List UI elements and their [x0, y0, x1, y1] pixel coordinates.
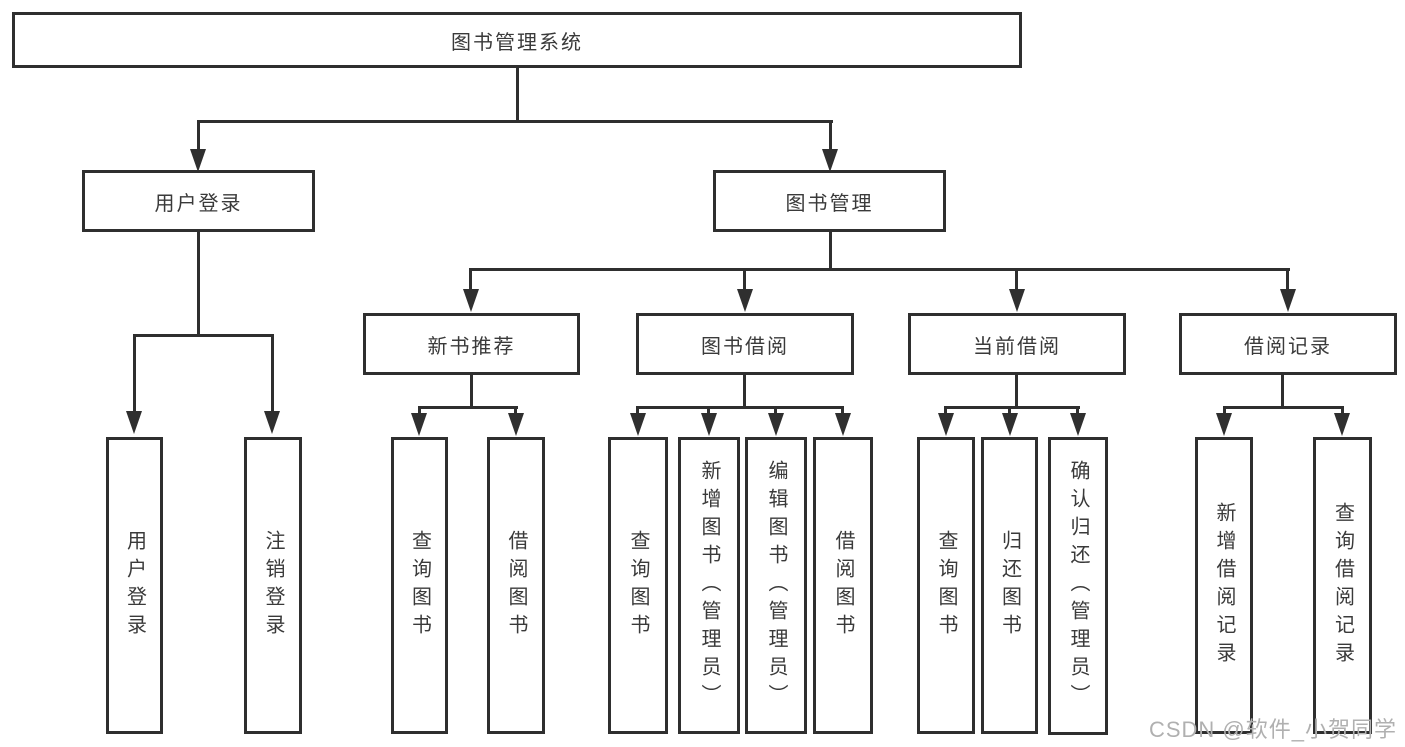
- node-borrow-books-2: 借阅图书: [813, 437, 873, 734]
- arrowhead-down: [938, 413, 954, 436]
- connector-line: [197, 120, 200, 150]
- arrowhead-down: [1002, 413, 1018, 436]
- node-confirm-return-admin: 确认归还（管理员）: [1048, 437, 1108, 735]
- connector-line: [197, 120, 833, 123]
- connector-line: [1341, 406, 1344, 416]
- arrowhead-down: [1009, 289, 1025, 312]
- node-borrow-books-1: 借阅图书: [487, 437, 545, 734]
- node-borrowing-records: 借阅记录: [1179, 313, 1397, 375]
- connector-line: [469, 268, 472, 290]
- connector-line: [271, 334, 274, 412]
- connector-line: [418, 406, 518, 409]
- connector-line: [841, 406, 844, 416]
- node-query-borrow-record: 查询借阅记录: [1313, 437, 1372, 734]
- node-new-book-recommend: 新书推荐: [363, 313, 580, 375]
- connector-line: [829, 120, 832, 150]
- node-query-books-1: 查询图书: [391, 437, 448, 734]
- connector-line: [1008, 406, 1011, 416]
- connector-line: [1015, 268, 1018, 290]
- connector-line: [774, 406, 777, 416]
- connector-line: [944, 406, 947, 416]
- arrowhead-down: [1280, 289, 1296, 312]
- connector-line: [743, 373, 746, 408]
- node-logout: 注销登录: [244, 437, 302, 734]
- arrowhead-down: [822, 149, 838, 172]
- connector-line: [133, 334, 274, 337]
- connector-line: [1281, 373, 1284, 408]
- connector-line: [516, 66, 519, 122]
- connector-line: [1223, 406, 1344, 409]
- connector-line: [514, 406, 517, 416]
- arrowhead-down: [508, 413, 524, 436]
- arrowhead-down: [1070, 413, 1086, 436]
- node-book-borrowing: 图书借阅: [636, 313, 854, 375]
- arrowhead-down: [835, 413, 851, 436]
- node-add-borrow-record: 新增借阅记录: [1195, 437, 1253, 734]
- arrowhead-down: [190, 149, 206, 172]
- connector-line: [469, 268, 1290, 271]
- connector-line: [418, 406, 421, 416]
- node-query-books-2: 查询图书: [608, 437, 668, 734]
- node-add-book-admin: 新增图书（管理员）: [678, 437, 740, 734]
- arrowhead-down: [126, 411, 142, 434]
- connector-line: [636, 406, 844, 409]
- arrowhead-down: [264, 411, 280, 434]
- connector-line: [197, 230, 200, 337]
- connector-line: [707, 406, 710, 416]
- connector-line: [944, 406, 1080, 409]
- node-library-system: 图书管理系统: [12, 12, 1022, 68]
- connector-line: [829, 230, 832, 270]
- arrowhead-down: [737, 289, 753, 312]
- connector-line: [1286, 268, 1289, 290]
- arrowhead-down: [1216, 413, 1232, 436]
- node-return-books: 归还图书: [981, 437, 1038, 734]
- node-query-books-3: 查询图书: [917, 437, 975, 734]
- node-book-management: 图书管理: [713, 170, 946, 232]
- arrowhead-down: [630, 413, 646, 436]
- connector-line: [133, 334, 136, 412]
- arrowhead-down: [768, 413, 784, 436]
- connector-line: [1076, 406, 1079, 416]
- arrowhead-down: [701, 413, 717, 436]
- node-user-login-group: 用户登录: [82, 170, 315, 232]
- connector-line: [743, 268, 746, 290]
- arrowhead-down: [411, 413, 427, 436]
- node-edit-book-admin: 编辑图书（管理员）: [745, 437, 807, 734]
- connector-line: [1223, 406, 1226, 416]
- csdn-watermark: CSDN @软件_小贺同学: [1148, 717, 1397, 742]
- node-current-borrowing: 当前借阅: [908, 313, 1126, 375]
- node-user-login: 用户登录: [106, 437, 163, 734]
- connector-line: [470, 373, 473, 408]
- connector-line: [636, 406, 639, 416]
- arrowhead-down: [463, 289, 479, 312]
- arrowhead-down: [1334, 413, 1350, 436]
- connector-line: [1015, 373, 1018, 408]
